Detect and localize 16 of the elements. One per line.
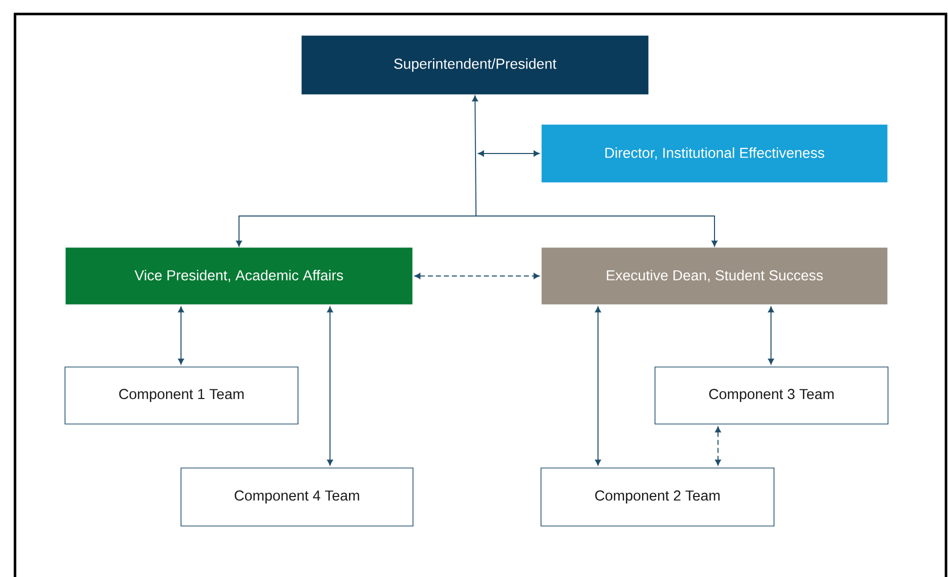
arrow xyxy=(715,426,721,466)
arrow xyxy=(478,150,540,156)
team-box: Component 1 Team xyxy=(64,366,298,424)
arrow xyxy=(768,306,774,364)
team-box: Component 4 Team xyxy=(180,468,414,526)
arrow xyxy=(236,95,718,246)
arrow xyxy=(327,306,333,466)
arrow xyxy=(595,306,601,466)
role-box: Director, Institutional Effectiveness xyxy=(542,124,888,182)
team-box: Component 2 Team xyxy=(540,468,774,526)
arrow xyxy=(414,273,540,279)
role-box: Executive Dean, Student Success xyxy=(542,248,888,304)
arrow xyxy=(178,306,184,364)
title-box: Superintendent/President xyxy=(302,36,648,94)
team-box: Component 3 Team xyxy=(654,366,888,424)
role-box: Vice President, Academic Affairs xyxy=(66,248,412,304)
